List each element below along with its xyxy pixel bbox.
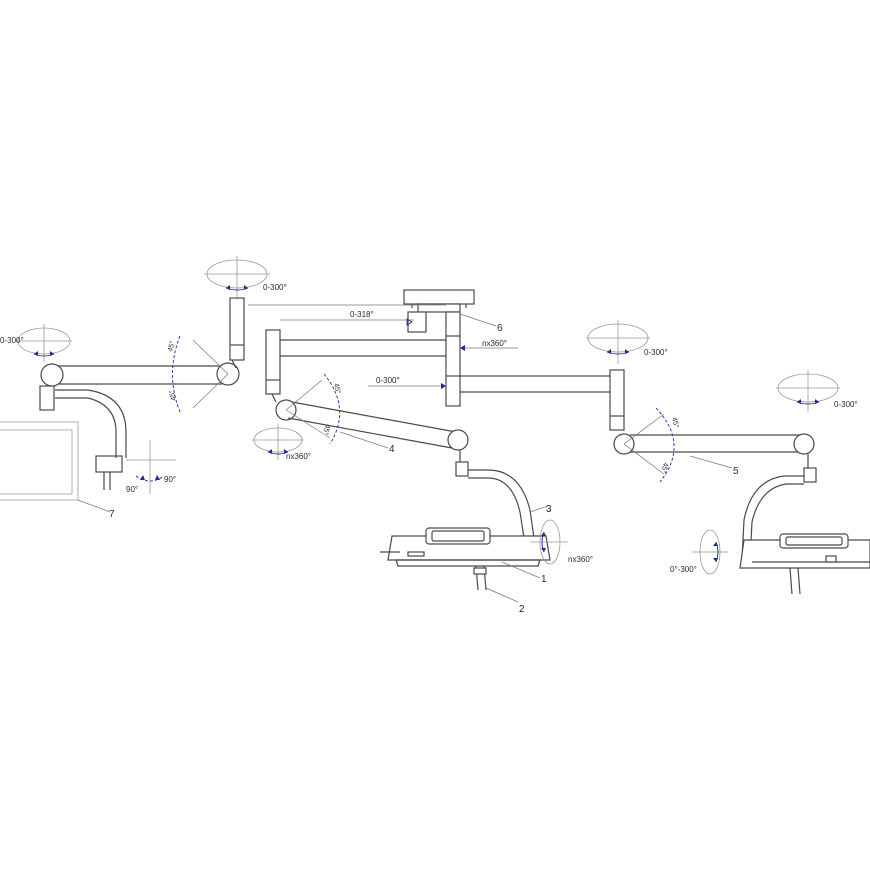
rotation-label: nx360° [286, 452, 311, 461]
tilt-angle-label: 45° [659, 461, 670, 473]
rotation-label: nx360° [482, 339, 507, 348]
spring-arm-end-joint [447, 429, 469, 451]
tilt-angle-label: 45° [332, 382, 343, 394]
callout-7: 7 [109, 509, 115, 520]
wall-frame [0, 421, 79, 501]
right-yoke-arc [741, 475, 804, 561]
spring-arm [291, 401, 457, 433]
tilt-arc-center [323, 373, 341, 445]
callout-4: 4 [389, 444, 395, 455]
rotation-label: 0-300° [376, 376, 400, 385]
callout-3: 3 [546, 504, 552, 515]
left-hub-joint [40, 363, 64, 387]
right-arm: 0-300° 0-300° 0°-300° 45° 45° 5 [460, 320, 870, 595]
tilt-angle-label: 45° [166, 340, 177, 352]
tilt-angle-label: 45° [167, 389, 178, 401]
wall-bracket [95, 455, 123, 473]
left-wall-arm: 0-300° 0-300° 45° 45° 90° 90° 7 [0, 256, 287, 520]
tilt-arc-left [172, 335, 181, 413]
rotation-label: nx360° [568, 555, 593, 564]
rotation-label: 0-300° [644, 348, 668, 357]
right-spring-end-joint [793, 433, 815, 455]
rotation-label: 0°-300° [670, 565, 697, 574]
rotation-label: 0-300° [0, 336, 24, 345]
callout-5: 5 [733, 466, 739, 477]
right-drop-axis [609, 369, 625, 431]
bracket-angle-label: 90° [164, 475, 176, 484]
tilt-angle-label: 45° [670, 416, 681, 428]
curved-column [55, 397, 117, 458]
ceiling-mount: 0-318° 0-300° nx360° 6 [248, 289, 518, 407]
ceiling-plate [403, 289, 475, 305]
drop-axis [265, 329, 281, 395]
wall-bracket-arc [135, 475, 165, 482]
rotation-label: 0-300° [263, 283, 287, 292]
rotation-label: 0-300° [834, 400, 858, 409]
bracket-angle-label: 90° [126, 485, 138, 494]
tilt-arc-right [655, 407, 675, 483]
callout-1: 1 [541, 574, 547, 585]
rotation-label: 0-318° [350, 310, 374, 319]
left-vertical-axis [229, 297, 245, 361]
callout-6: 6 [497, 323, 503, 334]
sterile-handle-2 [789, 567, 793, 595]
center-left-arm: nx360° nx360° 45° 45° 4 3 1 2 [252, 329, 593, 615]
callout-2: 2 [519, 604, 525, 615]
tilt-angle-label: 45° [321, 423, 332, 435]
central-axis [445, 311, 461, 407]
yoke-arc [468, 469, 535, 539]
